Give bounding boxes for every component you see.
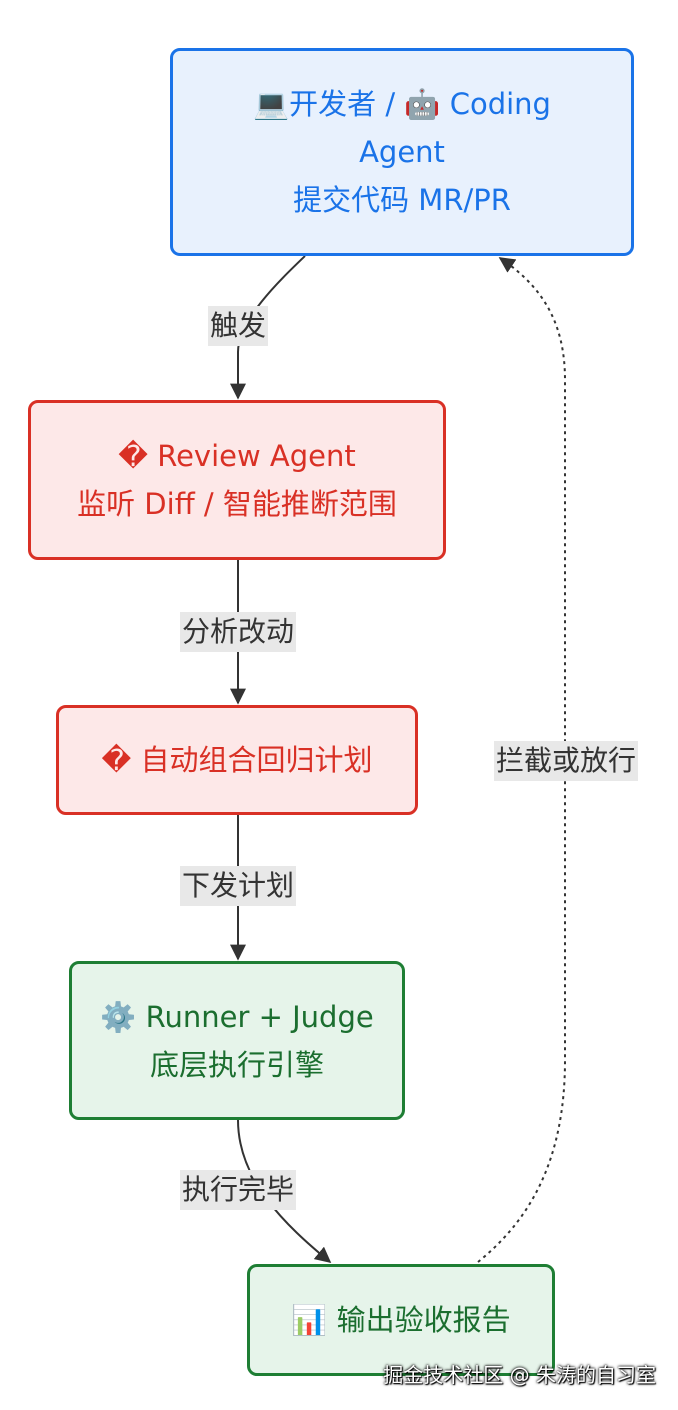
robot-icon: 🤖 [404,87,441,121]
regression-plan-line1: � 自动组合回归计划 [102,736,373,784]
runner-judge-line1: ⚙️ Runner + Judge [100,993,373,1041]
regression-plan-title: 自动组合回归计划 [131,743,373,777]
runner-judge-node: ⚙️ Runner + Judge 底层执行引擎 [69,961,405,1120]
review-agent-line2: 监听 Diff / 智能推断范围 [77,487,397,521]
edge-label-dispatch: 下发计划 [179,866,297,906]
developer-node-line1: 💻开发者 / 🤖 Coding [253,80,551,128]
runner-judge-title: Runner + Judge [136,999,374,1034]
coding-label: Coding [440,87,551,121]
edge-label-done: 执行完毕 [179,1170,297,1210]
edge-label-trigger: 触发 [207,306,269,346]
edge-label-analyze: 分析改动 [179,612,297,652]
edge-label-gate: 拦截或放行 [493,741,639,781]
gear-icon: ⚙️ [100,999,137,1034]
unknown-glyph-icon: � [101,743,132,777]
runner-judge-line2: 底层执行引擎 [149,1047,324,1082]
edge-trigger [230,255,306,400]
unknown-glyph-icon: � [118,439,148,473]
edge-gate [477,257,566,1263]
developer-node-line2: Agent [359,135,445,169]
review-agent-title: Review Agent [148,439,356,473]
developer-node: 💻开发者 / 🤖 Coding Agent 提交代码 MR/PR [170,48,634,256]
laptop-icon: 💻 [253,87,290,121]
watermark: 掘金技术社区 @ 朱涛的自习室 [383,1363,656,1387]
developer-label: 开发者 / [289,87,405,121]
report-title: 输出验收报告 [327,1303,511,1337]
developer-node-line3: 提交代码 MR/PR [293,183,511,217]
report-line1: 📊 输出验收报告 [291,1296,510,1344]
review-agent-node: � Review Agent 监听 Diff / 智能推断范围 [28,400,446,560]
regression-plan-node: � 自动组合回归计划 [56,705,418,815]
review-agent-line1: � Review Agent [118,432,356,480]
bar-chart-icon: 📊 [291,1303,328,1337]
report-node: 📊 输出验收报告 [247,1264,555,1376]
